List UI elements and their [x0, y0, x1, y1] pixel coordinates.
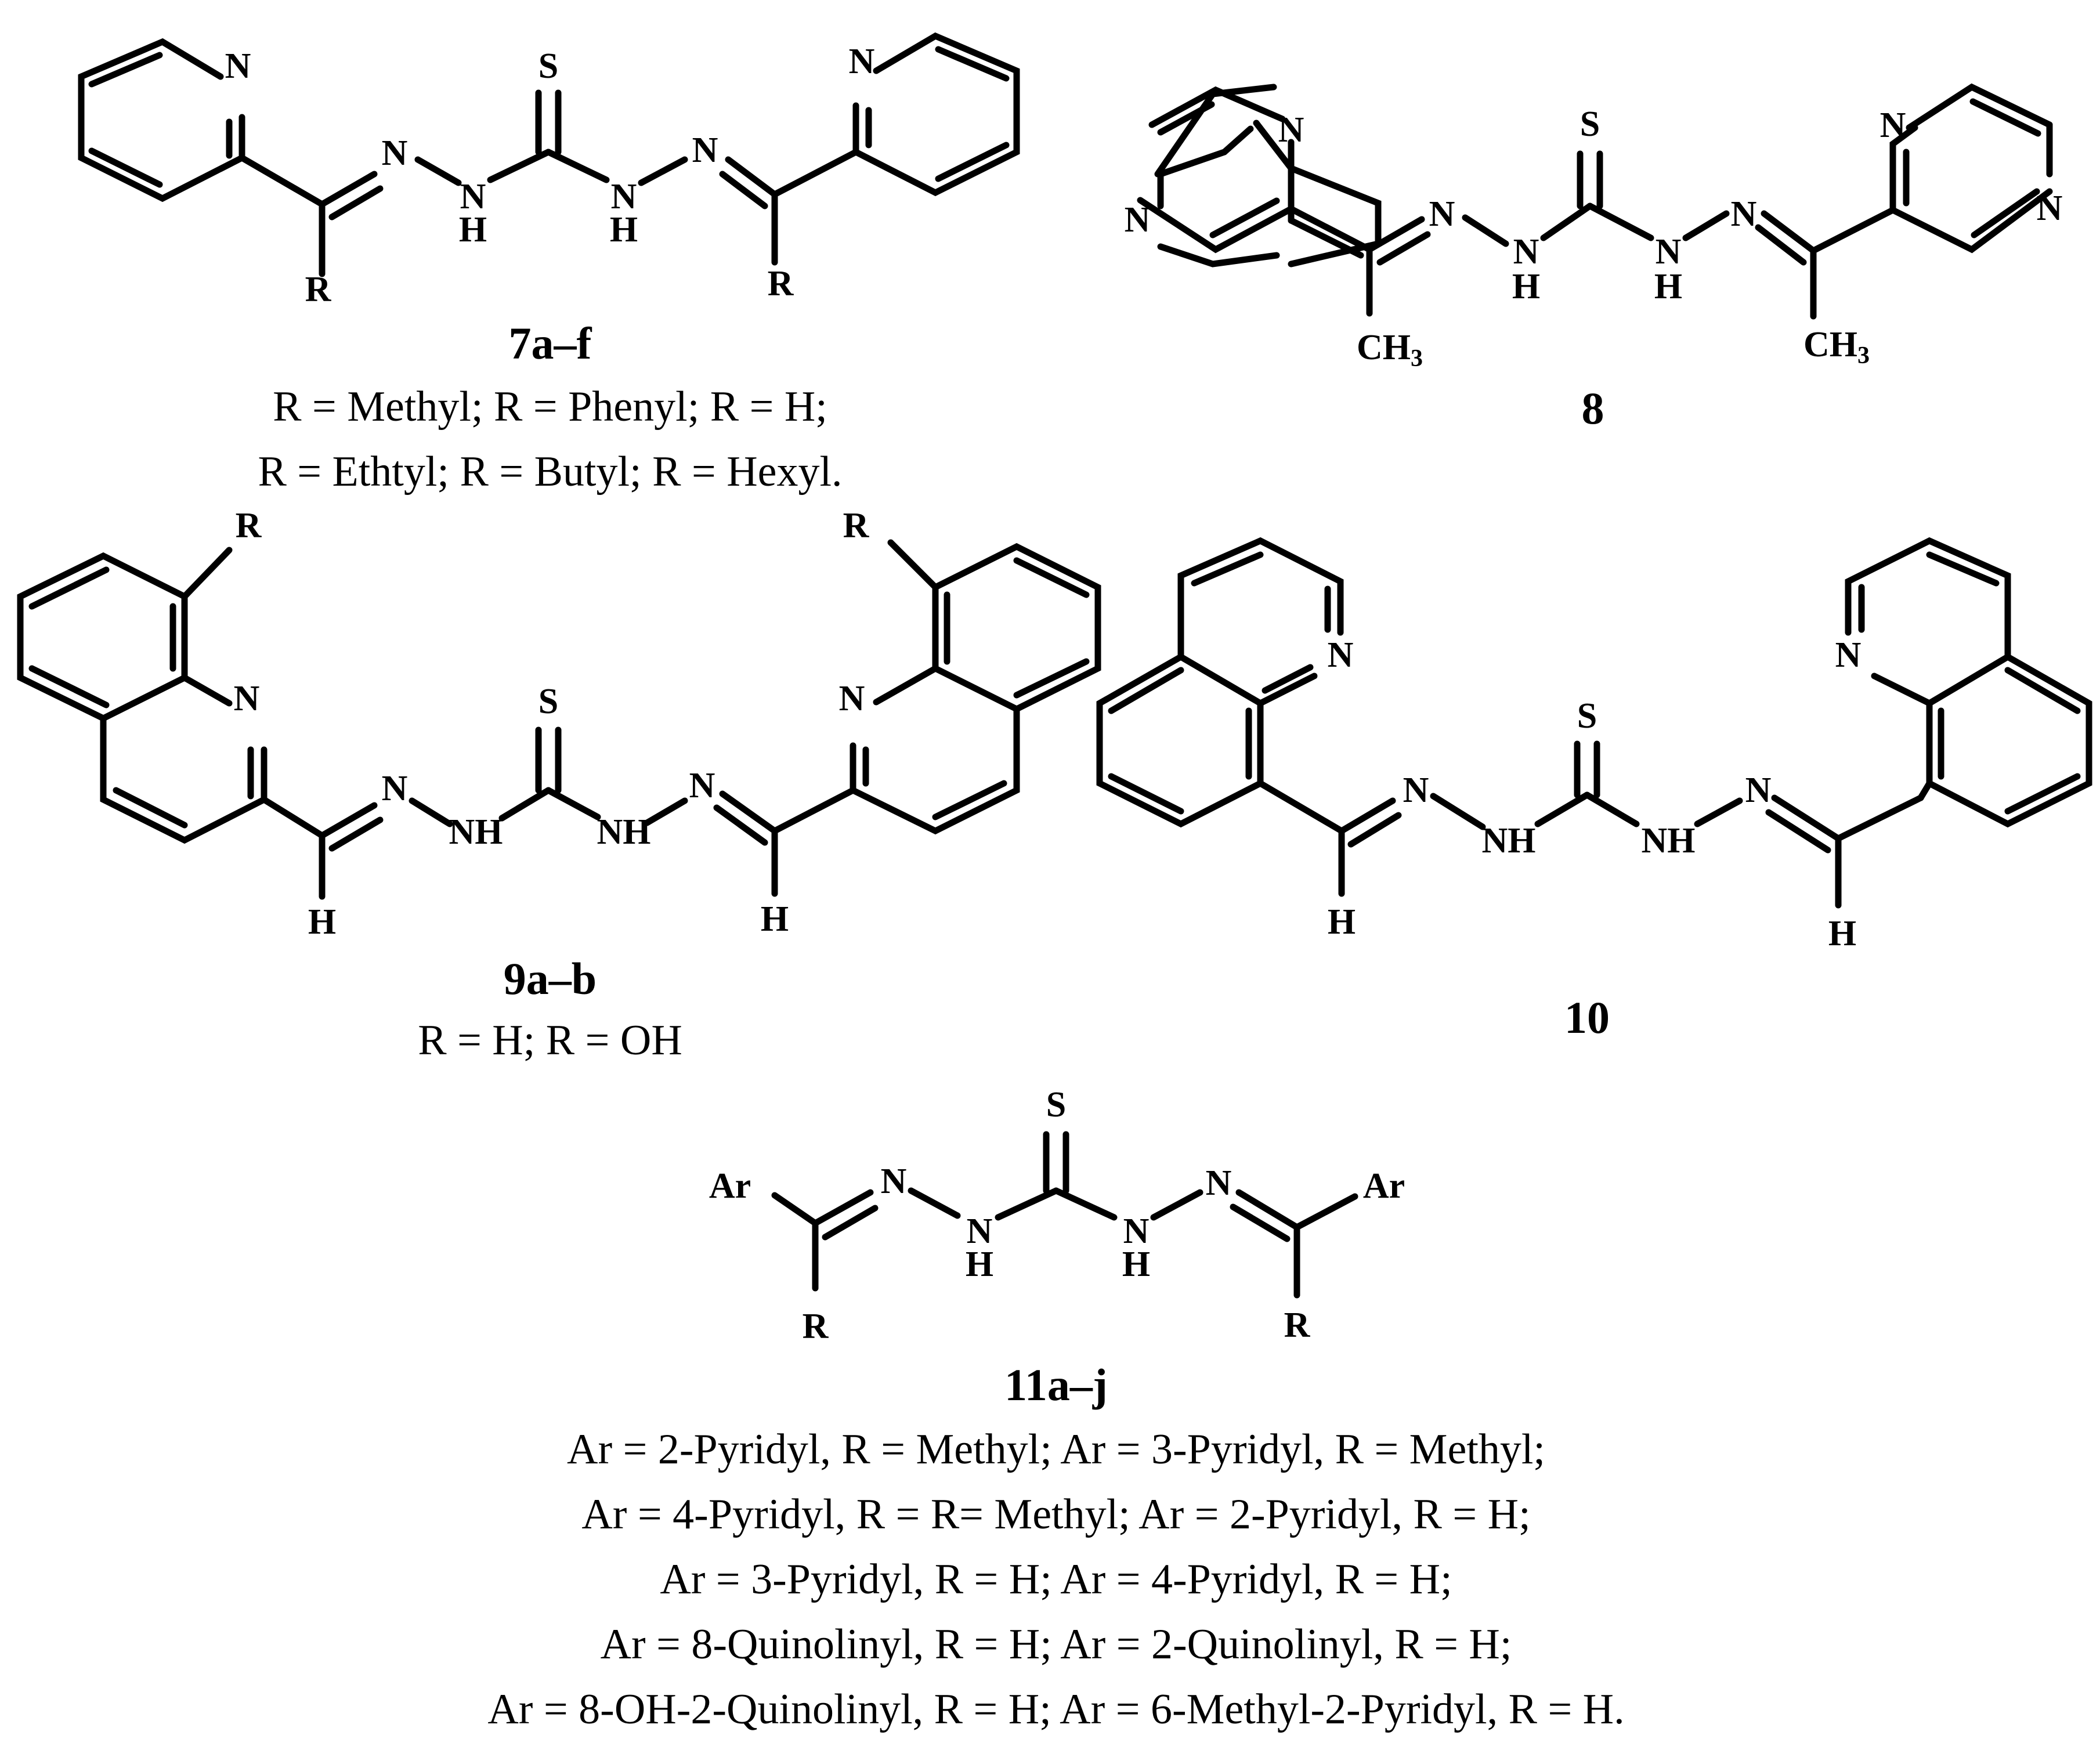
compound-11-structure: Ar N N H S N H N Ar R R — [709, 1085, 1405, 1346]
atom-S: S — [1046, 1085, 1066, 1125]
atom-N: N — [849, 42, 875, 81]
atom-N: N — [1403, 771, 1429, 810]
atom-S: S — [538, 46, 558, 86]
atom-S: S — [1580, 104, 1600, 144]
atom-N: N — [1125, 200, 1151, 240]
atom-H: H — [966, 1245, 993, 1284]
atom-N: N — [1656, 232, 1682, 272]
atom-N: N — [881, 1162, 907, 1201]
atom-N: N — [1745, 771, 1772, 810]
atom-N: N — [967, 1212, 993, 1251]
atom-H: H — [1828, 914, 1856, 953]
atom-H: H — [761, 899, 789, 939]
compound-label: 10 — [1564, 992, 1610, 1043]
atom-N: N — [382, 133, 408, 173]
atom-H: H — [1654, 267, 1682, 306]
compound-caption: Ar = 4-Pyridyl, R = R= Methyl; Ar = 2-Py… — [581, 1491, 1530, 1538]
atom-H: H — [459, 210, 487, 250]
compound-caption: Ar = 8-Quinolinyl, R = H; Ar = 2-Quinoli… — [601, 1621, 1512, 1668]
compound-caption: R = H; R = OH — [418, 1017, 682, 1064]
atom-N: N — [1123, 1212, 1150, 1251]
compound-label: 9a–b — [504, 953, 597, 1004]
atom-H: H — [610, 210, 638, 250]
compound-caption: Ar = 2-Pyridyl, R = Methyl; Ar = 3-Pyrid… — [567, 1426, 1545, 1473]
atom-N: N — [1513, 232, 1539, 272]
compound-caption: Ar = 8-OH-2-Quinolinyl, R = H; Ar = 6-Me… — [487, 1686, 1624, 1733]
compound-8-structure: N N N N H S N H N N N CH3 CH3 — [1125, 83, 2063, 372]
atom-N: N — [1328, 635, 1354, 675]
atom-NH: NH — [449, 812, 503, 852]
atom-N: N — [225, 46, 251, 86]
atom-NH: NH — [597, 812, 651, 852]
atom-R: R — [1284, 1306, 1311, 1345]
compound-7-structure: N N N H S N H N N R R — [78, 32, 1020, 309]
atom-R: R — [305, 270, 332, 309]
compound-9-structure: R N N NH S NH N H H N R — [17, 506, 1101, 942]
atom-N: N — [1206, 1163, 1232, 1203]
compound-caption: R = Methyl; R = Phenyl; R = H; — [273, 383, 827, 431]
atom-N: N — [1429, 194, 1455, 234]
atom-N: N — [692, 131, 718, 170]
atom-N: N — [689, 766, 715, 805]
atom-H: H — [308, 902, 336, 942]
atom-R: R — [803, 1307, 829, 1346]
atom-N: N — [460, 177, 486, 216]
atom-H: H — [1122, 1245, 1150, 1284]
compound-caption: R = Ethtyl; R = Butyl; R = Hexyl. — [258, 448, 842, 496]
atom-N: N — [1880, 106, 1906, 145]
compound-label: 7a–f — [509, 318, 592, 368]
atom-CH3: CH3 — [1357, 328, 1423, 371]
atom-N: N — [1278, 110, 1304, 150]
atom-N: N — [839, 679, 865, 718]
compound-label: 8 — [1582, 383, 1604, 433]
atom-H: H — [1512, 267, 1540, 306]
atom-S: S — [1577, 696, 1597, 736]
atom-Ar: Ar — [1363, 1166, 1405, 1206]
compound-10-structure: N N NH S NH N N H H — [1096, 537, 2092, 953]
atom-N: N — [1731, 194, 1757, 234]
compound-label: 11a–j — [1004, 1360, 1108, 1410]
atom-NH: NH — [1642, 821, 1696, 861]
atom-N: N — [382, 769, 408, 808]
atom-S: S — [538, 682, 558, 721]
atom-R: R — [843, 506, 870, 545]
atom-R: R — [236, 506, 262, 545]
atom-NH: NH — [1482, 821, 1536, 861]
compound-caption: Ar = 3-Pyridyl, R = H; Ar = 4-Pyridyl, R… — [660, 1556, 1452, 1603]
atom-N: N — [611, 177, 637, 216]
atom-Ar: Ar — [709, 1166, 751, 1206]
atom-R: R — [768, 264, 794, 303]
atom-CH3: CH3 — [1803, 325, 1870, 368]
atom-N: N — [2037, 189, 2063, 228]
atom-N: N — [234, 679, 260, 718]
atom-N: N — [1835, 635, 1862, 675]
atom-H: H — [1328, 902, 1356, 942]
